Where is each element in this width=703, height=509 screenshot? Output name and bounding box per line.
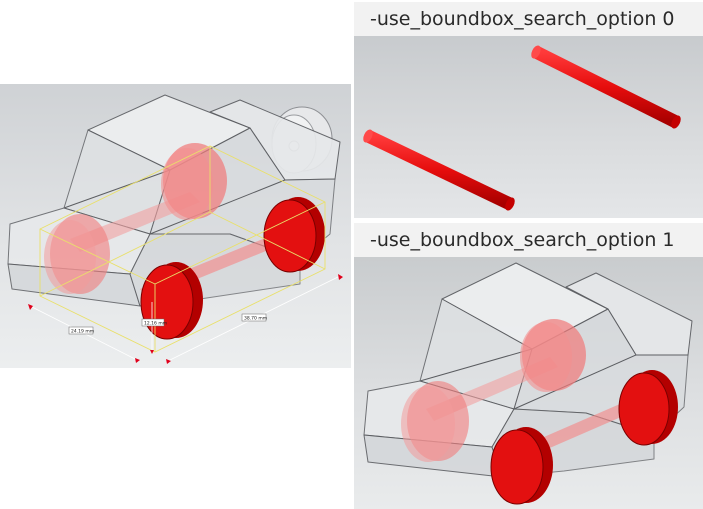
front-axle bbox=[363, 129, 515, 211]
front-left-wheel bbox=[401, 381, 469, 462]
front-right-wheel bbox=[490, 427, 553, 505]
rear-left-wheel bbox=[520, 319, 586, 392]
viewport-option-1[interactable] bbox=[354, 257, 703, 509]
car-with-boundbox-scene: 24.19 mm 12.16 mm 38.70 mm bbox=[7, 94, 343, 364]
svg-text:12.16 mm: 12.16 mm bbox=[144, 321, 167, 327]
svg-text:24.19 mm: 24.19 mm bbox=[71, 329, 94, 335]
rear-axle bbox=[531, 45, 681, 129]
rear-left-wheel bbox=[161, 143, 227, 220]
rear-right-wheel bbox=[263, 197, 325, 273]
svg-text:38.70 mm: 38.70 mm bbox=[244, 316, 267, 322]
viewport-option-0[interactable] bbox=[354, 36, 703, 218]
rear-right-wheel bbox=[618, 370, 678, 446]
dimension-length-tag: 38.70 mm bbox=[241, 313, 267, 322]
caption-option-0: -use_boundbox_search_option 0 bbox=[354, 2, 703, 36]
axles-only-scene bbox=[363, 45, 681, 211]
front-left-wheel bbox=[44, 214, 110, 294]
main-viewport[interactable]: 24.19 mm 12.16 mm 38.70 mm bbox=[0, 84, 351, 368]
full-car-scene bbox=[363, 262, 693, 505]
dimension-width-tag: 24.19 mm bbox=[68, 326, 94, 335]
dimension-markers bbox=[28, 274, 343, 364]
bounding-box bbox=[39, 145, 326, 353]
front-right-wheel bbox=[140, 262, 203, 340]
caption-option-1: -use_boundbox_search_option 1 bbox=[354, 223, 703, 257]
dimension-height-tag: 12.16 mm bbox=[141, 318, 167, 327]
